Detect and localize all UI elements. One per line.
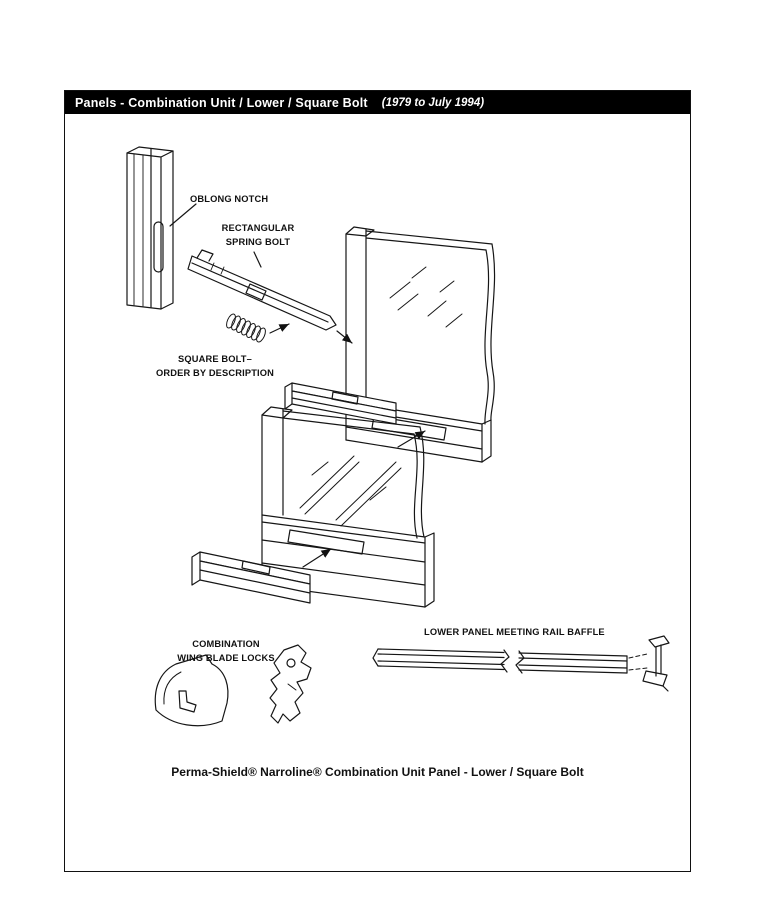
bolt-assembly-arrow xyxy=(336,330,353,344)
label-meeting-rail-baffle: LOWER PANEL MEETING RAIL BAFFLE xyxy=(424,626,605,640)
upper-rail-assembly-arrow xyxy=(397,430,426,448)
label-wing-blade-locks-line1: COMBINATION xyxy=(192,639,260,649)
label-square-bolt-line1: SQUARE BOLT– xyxy=(178,354,252,364)
wing-blade-lock-left-part xyxy=(154,654,229,727)
jamb-channel-part xyxy=(126,146,174,310)
spring-part xyxy=(226,313,266,343)
upper-bottom-rail-part xyxy=(284,382,397,425)
label-wing-blade-locks: COMBINATION WING BLADE LOCKS xyxy=(150,638,302,665)
oblong-notch-leader-line xyxy=(169,203,197,227)
header-bar: Panels - Combination Unit / Lower / Squa… xyxy=(65,91,690,114)
page-border: Panels - Combination Unit / Lower / Squa… xyxy=(64,90,691,872)
label-square-bolt: SQUARE BOLT– ORDER BY DESCRIPTION xyxy=(139,353,291,380)
spring-bolt-leader-line xyxy=(253,251,262,268)
baffle-end-clip-part xyxy=(642,635,670,692)
label-rectangular-spring-bolt: RECTANGULAR SPRING BOLT xyxy=(200,222,316,249)
label-oblong-notch-text: OBLONG NOTCH xyxy=(190,194,269,204)
label-oblong-notch: OBLONG NOTCH xyxy=(190,193,268,207)
label-wing-blade-locks-line2: WING BLADE LOCKS xyxy=(177,652,275,663)
label-meeting-rail-baffle-text: LOWER PANEL MEETING RAIL BAFFLE xyxy=(424,627,605,637)
lower-sash-panel-part xyxy=(261,406,435,608)
lower-rail-assembly-arrow xyxy=(302,548,332,568)
label-square-bolt-line2: ORDER BY DESCRIPTION xyxy=(155,367,275,378)
page-title: Panels - Combination Unit / Lower / Squa… xyxy=(75,95,368,110)
caption: Perma-Shield® Narroline® Combination Uni… xyxy=(64,765,691,779)
wing-blade-lock-right-part xyxy=(269,644,312,724)
label-rectangular-spring-bolt-line1: RECTANGULAR xyxy=(221,223,295,233)
spring-assembly-arrow xyxy=(269,323,290,334)
spring-bolt-part xyxy=(187,249,337,331)
header-date-range: (1979 to July 1994) xyxy=(381,96,485,109)
lower-bottom-rail-part xyxy=(191,551,311,604)
label-rectangular-spring-bolt-line2: SPRING BOLT xyxy=(225,236,291,247)
meeting-rail-baffle-part xyxy=(372,648,648,674)
caption-text: Perma-Shield® Narroline® Combination Uni… xyxy=(171,765,584,779)
